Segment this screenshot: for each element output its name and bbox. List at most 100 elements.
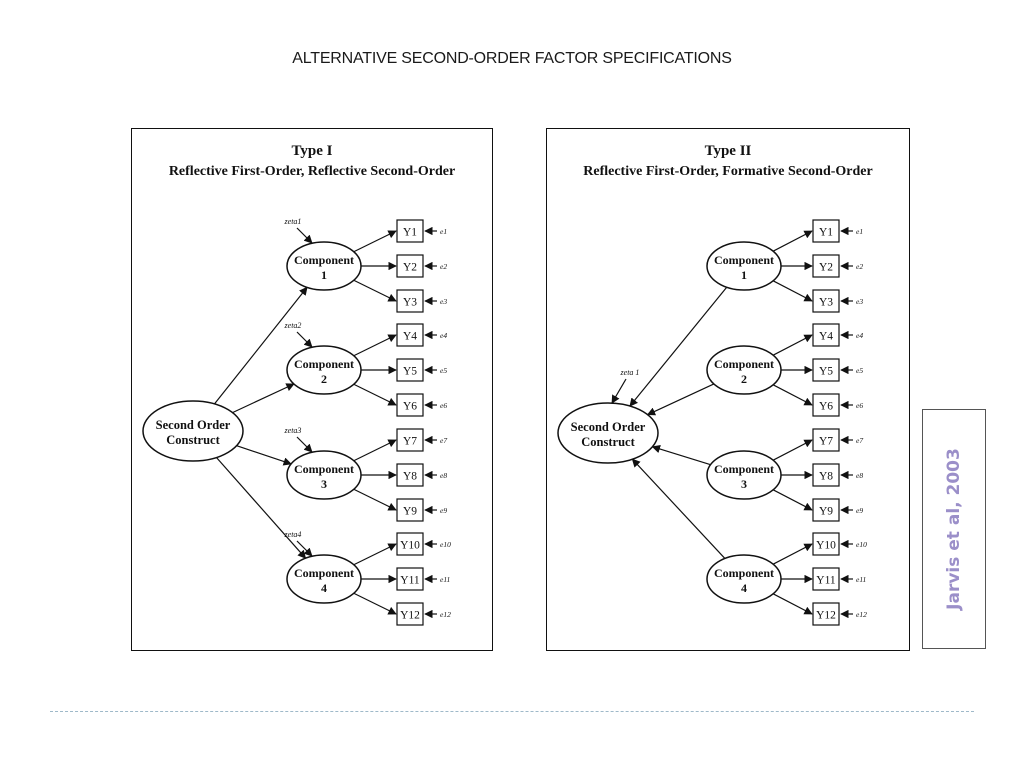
indicator-label: Y3 [819, 297, 833, 309]
error-label: e7 [440, 436, 447, 445]
indicator-box [812, 602, 840, 626]
loading-arrow [772, 230, 813, 252]
indicator-box [396, 358, 424, 382]
indicator-box [812, 358, 840, 382]
indicator-label: Y6 [403, 401, 417, 413]
component-number: 4 [741, 581, 747, 595]
indicator-box [396, 289, 424, 313]
indicator-box [396, 323, 424, 347]
component-label: Component [714, 253, 774, 267]
error-label: e9 [856, 506, 863, 515]
indicator-label: Y4 [819, 331, 833, 343]
component-number: 3 [741, 477, 747, 491]
indicator-box [812, 289, 840, 313]
indicator-label: Y7 [403, 436, 417, 448]
indicator-label: Y3 [403, 297, 417, 309]
formative-path-arrow [646, 383, 715, 416]
indicator-box [396, 254, 424, 278]
indicator-box [396, 393, 424, 417]
loading-arrow [772, 489, 813, 511]
component-label: Component [714, 462, 774, 476]
formative-path-arrow [631, 458, 726, 559]
component-label: Component [294, 462, 354, 476]
indicator-label: Y5 [403, 366, 417, 378]
error-label: e10 [856, 540, 867, 549]
error-label: e11 [856, 575, 866, 584]
error-label: e5 [856, 366, 863, 375]
formative-path-arrow [651, 444, 711, 466]
loading-arrow [353, 383, 397, 406]
component-disturbance-arrow [296, 540, 313, 557]
indicator-label: Y4 [403, 331, 417, 343]
component-label: Component [294, 357, 354, 371]
indicator-box [812, 428, 840, 452]
indicator-box [396, 532, 424, 556]
loading-arrow [772, 334, 813, 356]
component-disturbance-arrow [296, 331, 313, 348]
component-number: 4 [321, 581, 327, 595]
indicator-box [396, 428, 424, 452]
component-disturbance-label: zeta2 [284, 321, 302, 330]
formative-path-arrow [629, 286, 728, 407]
structural-path-arrow [236, 445, 292, 466]
second-order-label-line2: Construct [166, 433, 220, 447]
component-number: 2 [321, 372, 327, 386]
loading-arrow [772, 384, 813, 406]
indicator-box [812, 567, 840, 591]
component-disturbance-arrow [296, 227, 313, 244]
panel-type-1: Type I Reflective First-Order, Reflectiv… [131, 128, 493, 651]
loading-arrow [772, 280, 813, 302]
indicator-label: Y8 [819, 471, 833, 483]
indicator-label: Y1 [819, 227, 833, 239]
component-disturbance-label: zeta1 [284, 217, 302, 226]
citation-text: Jarvis et al, 2003 [944, 448, 964, 610]
component-number: 1 [741, 268, 747, 282]
panel-heading: Type II [704, 143, 752, 159]
error-label: e5 [440, 366, 447, 375]
indicator-box [396, 463, 424, 487]
error-label: e6 [440, 401, 447, 410]
error-label: e3 [856, 297, 863, 306]
indicator-label: Y10 [400, 540, 420, 552]
component-label: Component [714, 357, 774, 371]
loading-arrow [353, 488, 397, 511]
component-number: 1 [321, 268, 327, 282]
indicator-box [812, 219, 840, 243]
loading-arrow [772, 439, 813, 461]
indicator-box [812, 498, 840, 522]
loading-arrow [353, 439, 397, 462]
loading-arrow [353, 592, 397, 615]
indicator-label: Y5 [819, 366, 833, 378]
structural-path-arrow [232, 383, 295, 414]
second-order-disturbance-arrow [611, 378, 627, 404]
indicator-label: Y11 [816, 575, 836, 587]
error-label: e4 [856, 331, 863, 340]
panel-subheading: Reflective First-Order, Reflective Secon… [168, 164, 456, 179]
indicator-label: Y10 [816, 540, 836, 552]
component-label: Component [294, 566, 354, 580]
error-label: e4 [440, 331, 447, 340]
structural-path-arrow [214, 286, 308, 405]
error-label: e1 [856, 227, 863, 236]
indicator-label: Y1 [403, 227, 417, 239]
error-label: e6 [856, 401, 863, 410]
indicator-label: Y2 [819, 262, 833, 274]
indicator-label: Y6 [819, 401, 833, 413]
indicator-label: Y7 [819, 436, 833, 448]
indicator-label: Y8 [403, 471, 417, 483]
indicator-label: Y12 [816, 610, 836, 622]
indicator-box [396, 567, 424, 591]
footer-divider [50, 711, 974, 712]
indicator-box [812, 393, 840, 417]
second-order-construct [142, 400, 244, 462]
loading-arrow [772, 593, 813, 615]
component-disturbance-label: zeta3 [284, 426, 302, 435]
error-label: e9 [440, 506, 447, 515]
loading-arrow [772, 543, 813, 565]
indicator-label: Y2 [403, 262, 417, 274]
indicator-box [396, 602, 424, 626]
loading-arrow [353, 279, 397, 302]
citation-box: Jarvis et al, 2003 [922, 409, 986, 649]
component-disturbance-label: zeta4 [284, 530, 302, 539]
indicator-box [396, 498, 424, 522]
